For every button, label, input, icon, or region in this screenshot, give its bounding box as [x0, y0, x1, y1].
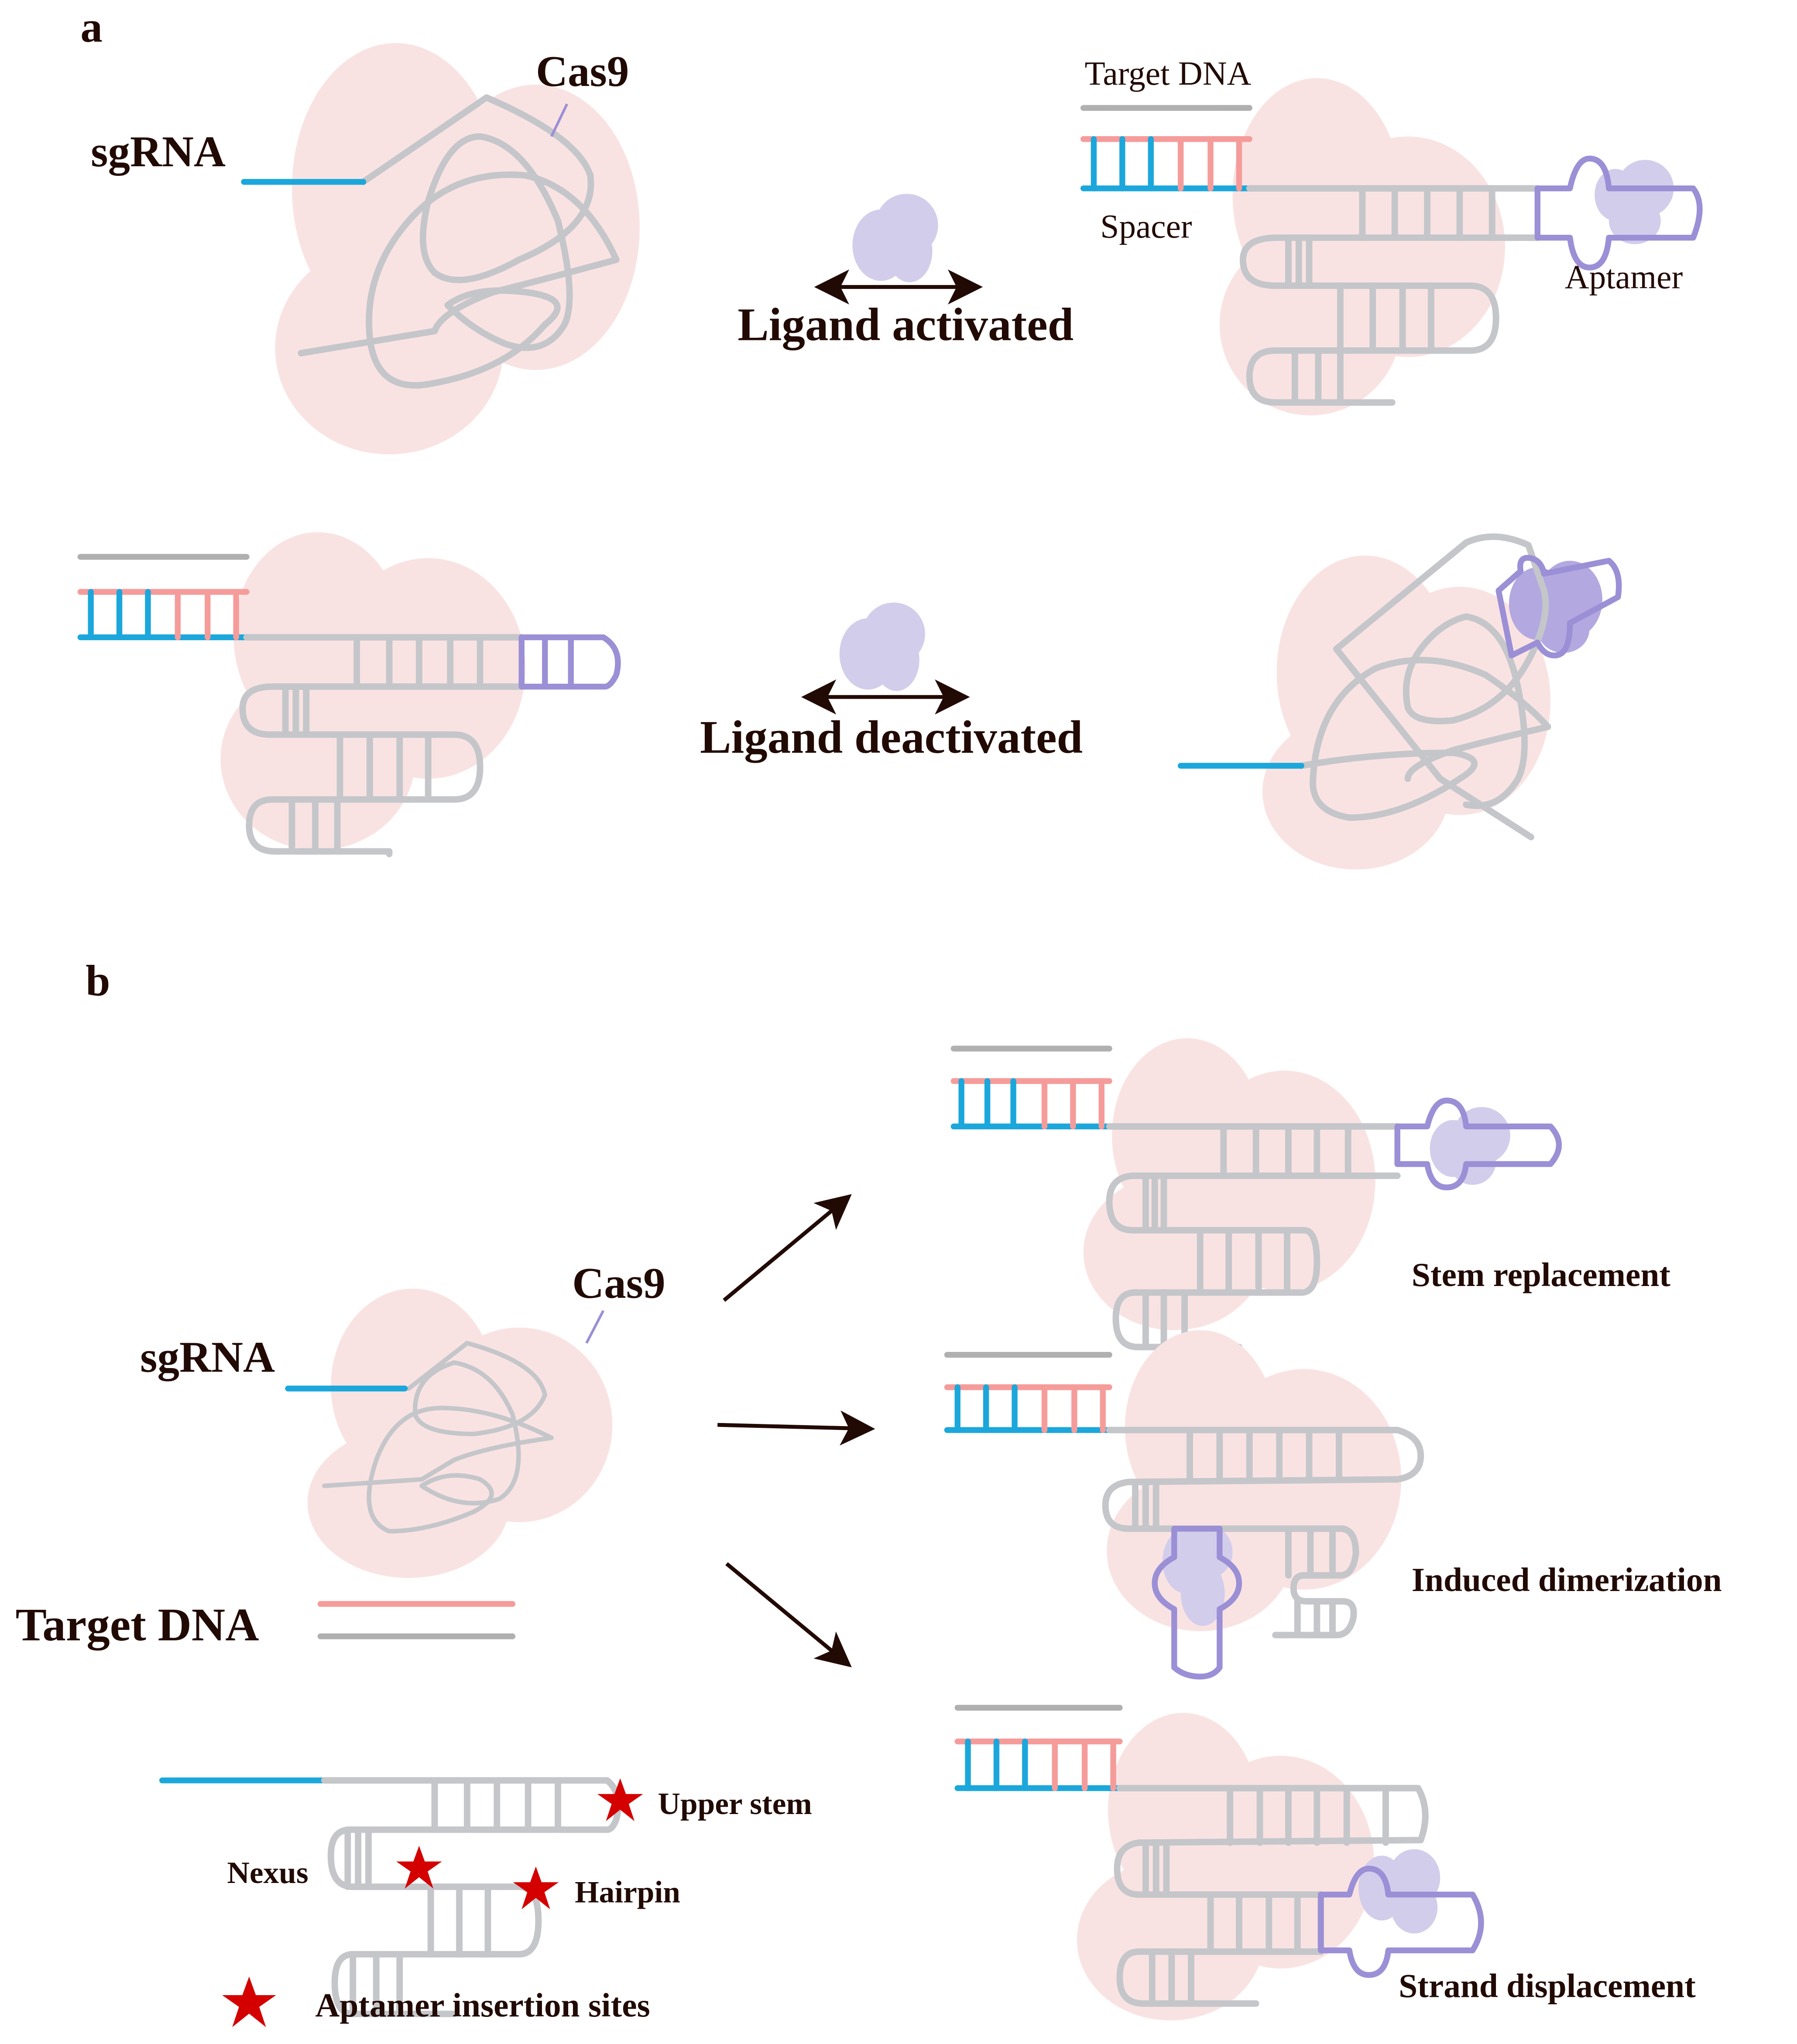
apo-cas9-complex: sgRNA Cas9 [140, 1259, 665, 1578]
nexus-label: Nexus [227, 1855, 308, 1890]
strategy-label: Stem replacement [1412, 1256, 1670, 1293]
target-dna-label: Target DNA [16, 1599, 259, 1651]
aptamer-label: Aptamer [1565, 258, 1683, 296]
target-dna: Target DNA [16, 1599, 516, 1651]
active-complex-left [77, 532, 621, 857]
sgrna-scaffold [321, 1777, 622, 2017]
cas9-protein [275, 43, 640, 455]
strategy-label: Induced dimerization [1412, 1561, 1722, 1598]
induced-dimerization: Induced dimerization [944, 1330, 1722, 1680]
sgrna-tangle [298, 94, 620, 389]
strategy-arrows [717, 1194, 875, 1667]
upper-stem-label: Upper stem [658, 1787, 812, 1821]
cas9-label: Cas9 [536, 47, 629, 96]
hairpin-label: Hairpin [575, 1875, 680, 1909]
sgrna-scaffold [239, 634, 525, 857]
cas9-pointer [585, 1310, 605, 1344]
ligand-deactivated-label: Ligand deactivated [700, 712, 1083, 763]
panel-a-label: a [80, 3, 103, 51]
panel-a: a sgRNA Cas9 Ligand activated [77, 3, 1703, 870]
panel-b-label: b [86, 956, 110, 1005]
nexus-insertion-star-icon [396, 1845, 442, 1889]
aptamer [518, 634, 621, 690]
target-dna-label: Target DNA [1085, 55, 1252, 92]
ligand-icon [852, 194, 938, 282]
sgrna-insertion-map: Upper stem Nexus Hairpin [159, 1777, 812, 2017]
legend-star-icon [222, 1976, 276, 2027]
aptamer [1495, 555, 1622, 658]
arrow-to-induced-dimerization [717, 1410, 875, 1446]
ligand-bound [1430, 1107, 1510, 1185]
ligand-activated-label: Ligand activated [737, 299, 1073, 351]
strategy-label: Strand displacement [1399, 1967, 1696, 2004]
sgrna-tangle [322, 1341, 554, 1534]
sgrna-label: sgRNA [91, 127, 226, 176]
aptamer [1318, 1866, 1484, 1978]
strand-displacement: Strand displacement [954, 1704, 1696, 2020]
sgrna-label: sgRNA [140, 1332, 275, 1381]
aptamer [1152, 1526, 1242, 1680]
legend-label: Aptamer insertion sites [316, 1986, 650, 2024]
sgrna-scaffold [1102, 1427, 1424, 1639]
sgrna-scaffold [1106, 1123, 1401, 1351]
ligand-bound [1358, 1849, 1440, 1934]
cas9-label: Cas9 [572, 1259, 665, 1307]
active-complex-top: Target DNA Spacer Aptamer [1080, 55, 1703, 415]
arrow-to-strand-displacement [725, 1562, 852, 1667]
aptamer [1534, 155, 1703, 271]
spacer-label: Spacer [1100, 208, 1192, 245]
sgrna-scaffold [1114, 1785, 1429, 2007]
aptamer [1394, 1097, 1562, 1190]
cas9-protein [1219, 78, 1506, 415]
ligand-activated-equilibrium: Ligand activated [737, 194, 1073, 351]
cas9-protein [307, 1289, 613, 1578]
panel-b: b sgRNA Cas9 Target DNA [16, 956, 1722, 2027]
ligand-icon [839, 602, 925, 691]
apo-cas9-complex: sgRNA Cas9 [91, 43, 640, 455]
arrow-to-stem-replacement [723, 1194, 852, 1302]
inactive-complex [1177, 533, 1622, 870]
cas9-pointer [550, 103, 569, 137]
ligand-deactivated-equilibrium: Ligand deactivated [700, 602, 1083, 763]
legend: Aptamer insertion sites [222, 1976, 650, 2027]
sgrna-scaffold [1239, 185, 1541, 406]
stem-replacement: Stem replacement [950, 1038, 1670, 1351]
sgrna-tangle [1298, 533, 1551, 840]
